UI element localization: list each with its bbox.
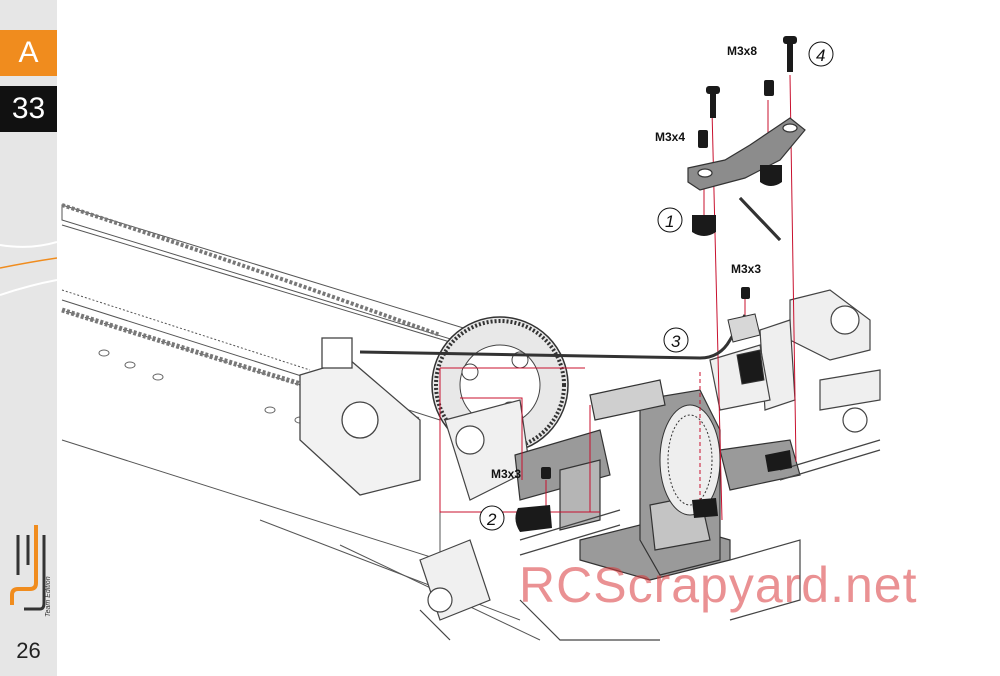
ball-stud-1 (692, 215, 716, 236)
lower-arms (419, 439, 881, 641)
brand-text: Team Edition (45, 576, 52, 617)
step-callout-3: 3 (663, 327, 689, 353)
plate-holes (98, 349, 306, 424)
watermark: RCScrapyard.net (519, 557, 918, 613)
step-number-badge: 33 (0, 86, 57, 132)
sway-bar-collar (727, 313, 765, 385)
ball-stud-right (760, 165, 782, 186)
part-label-m3x3-left: M3x3 (491, 467, 521, 481)
rear-belt (61, 307, 421, 423)
screw-m3x8-b (706, 86, 720, 118)
part-label-m3x3-top: M3x3 (731, 262, 761, 276)
svg-text:4: 4 (816, 46, 825, 65)
front-pulley (659, 404, 721, 516)
section-tab: A (0, 30, 57, 76)
svg-text:3: 3 (671, 332, 681, 351)
ball-stud-on-bulkhead (692, 450, 792, 518)
rear-hub (419, 399, 531, 621)
assembly-diagram: M3x8 M3x4 M3x3 M3x3 1 2 3 4 (61, 36, 881, 641)
set-screw-right (764, 80, 774, 96)
part-label-m3x4: M3x4 (655, 130, 685, 144)
camber-link-plate (687, 117, 806, 191)
brand-logo: Team Edition (10, 525, 52, 617)
sidebar-decor-lines (0, 241, 57, 296)
sidebar: A 33 Team Edition 26 (0, 0, 57, 676)
step-callout-1: 1 (657, 207, 683, 233)
front-belt (61, 203, 441, 337)
part-label-m3x8: M3x8 (727, 44, 757, 58)
page-number: 26 (16, 638, 41, 663)
svg-text:2: 2 (486, 510, 497, 529)
set-screw-m3x3-top (741, 287, 750, 299)
step-callout-4: 4 (808, 41, 834, 67)
svg-text:1: 1 (665, 212, 674, 231)
step-callout-2: 2 (479, 505, 505, 531)
set-screw-m3x3-left (541, 467, 551, 479)
set-screw-m3x4 (698, 130, 708, 148)
ball-stud-2 (515, 505, 552, 532)
motor-mount (299, 337, 421, 496)
screw-m3x8 (783, 36, 797, 72)
